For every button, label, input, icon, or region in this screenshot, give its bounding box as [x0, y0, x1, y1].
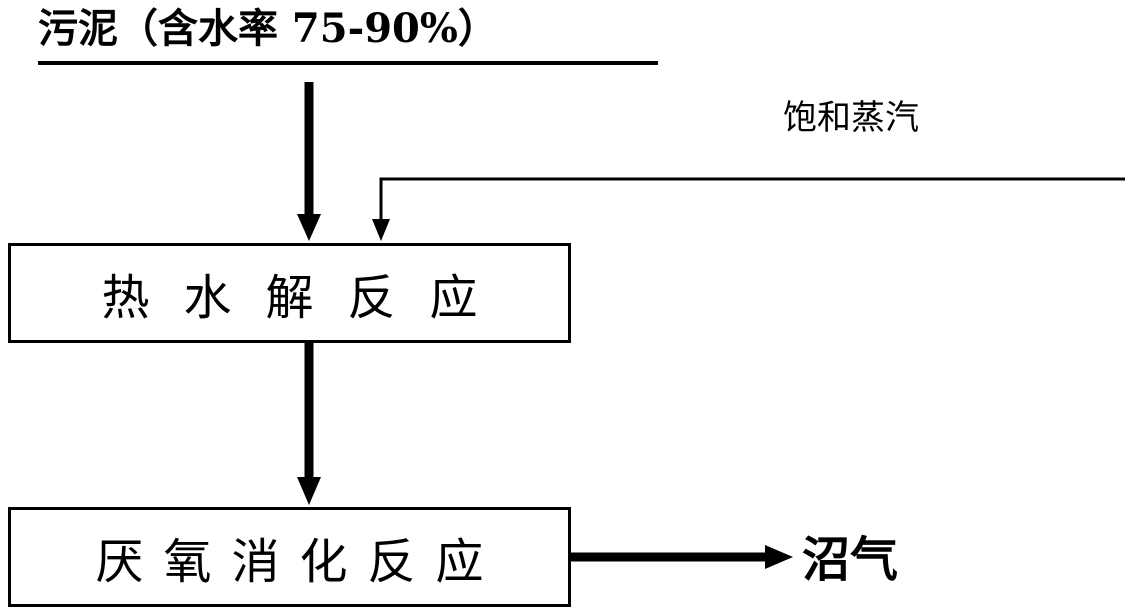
- arrow-sludge-to-hydrolysis: [297, 82, 321, 241]
- arrow-hydrolysis-to-digestion: [297, 343, 321, 505]
- saturated-steam-label: 饱和蒸汽: [783, 98, 919, 138]
- thermal-hydrolysis-label: 热水解反应: [101, 270, 512, 326]
- arrow-steam-to-hydrolysis: [372, 177, 1125, 241]
- anaerobic-digestion-label: 厌氧消化反应: [95, 534, 504, 590]
- arrow-digestion-to-biogas: [571, 545, 793, 569]
- sludge-input-label: 污泥（含水率 75-90%）: [38, 5, 498, 52]
- thermal-hydrolysis-box: 热水解反应: [8, 243, 571, 343]
- input-underline: [38, 61, 658, 65]
- anaerobic-digestion-box: 厌氧消化反应: [8, 507, 571, 607]
- biogas-output-label: 沼气: [802, 532, 899, 588]
